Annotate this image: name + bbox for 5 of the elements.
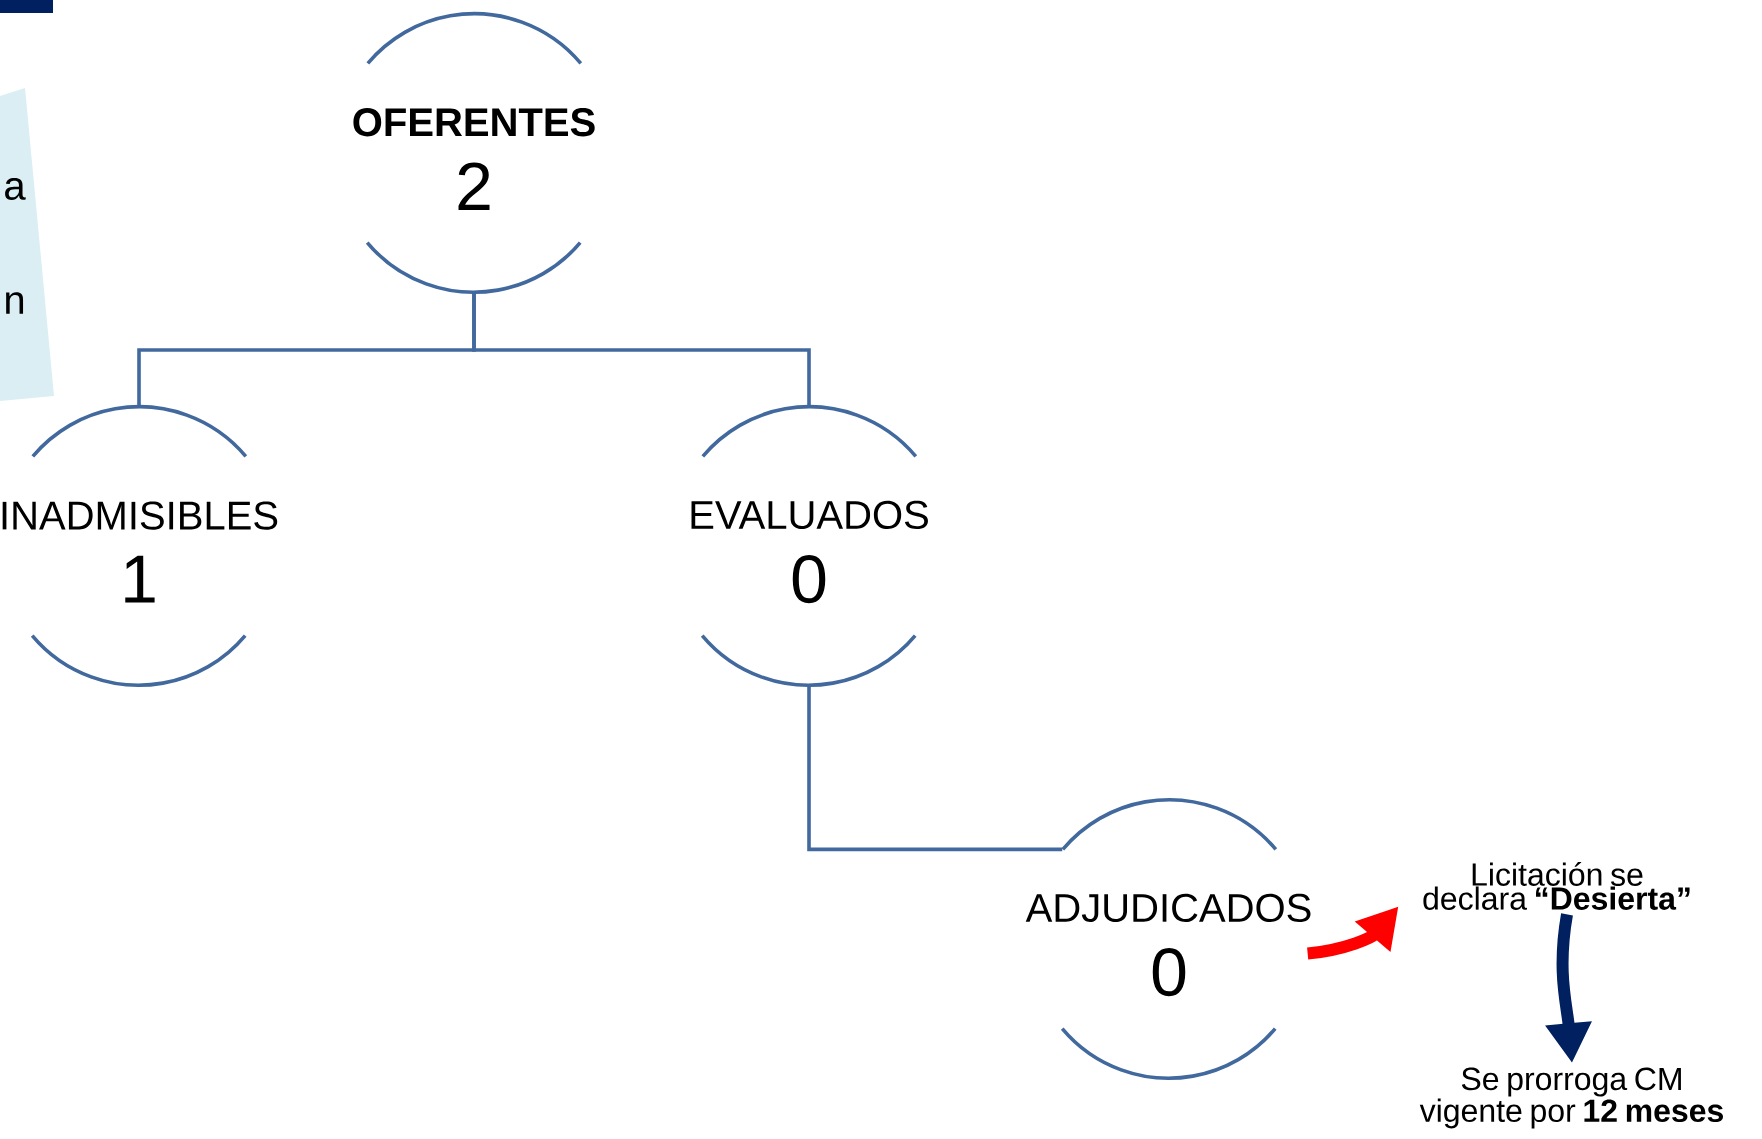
note-text: Licitación se declara “Desierta” (1423, 862, 1690, 910)
connector-line (472, 292, 811, 407)
text-panel: a n (0, 88, 54, 401)
note-text: Se prorroga CM vigente por 12 meses (1419, 1067, 1723, 1129)
connector-line (807, 685, 1063, 852)
